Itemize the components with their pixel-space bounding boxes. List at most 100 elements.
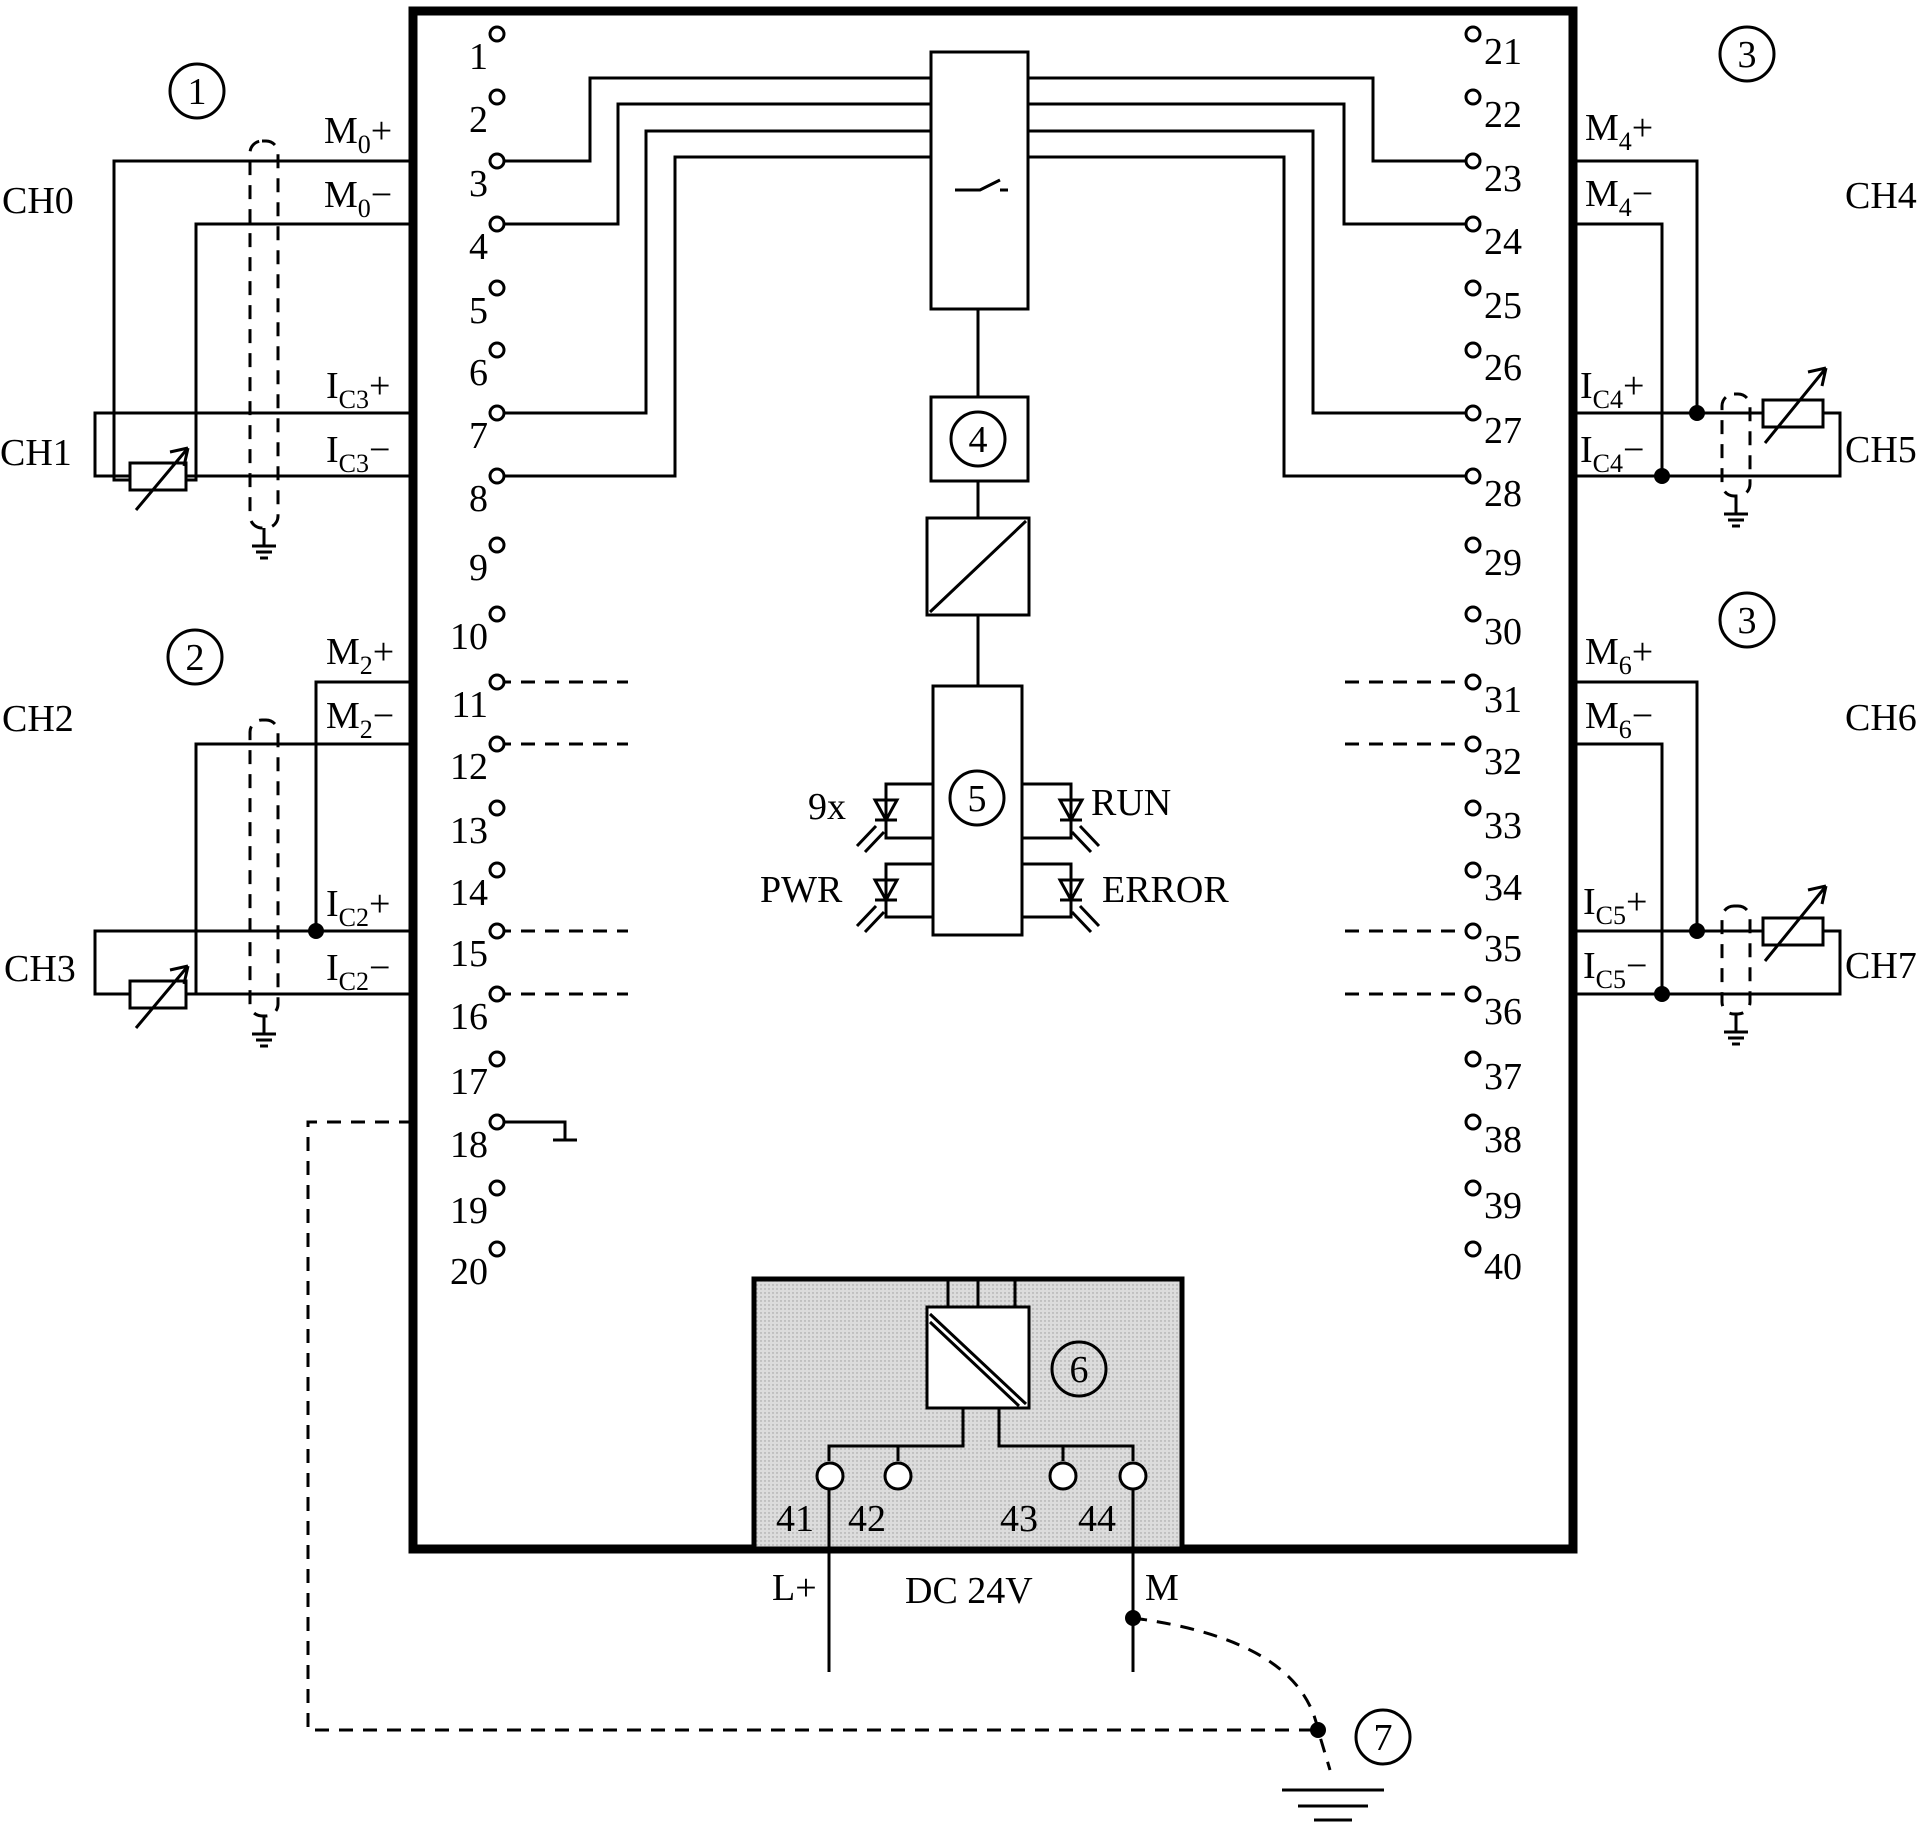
- terminal-number-17: 17: [450, 1061, 488, 1103]
- terminal-pin-11: [488, 673, 506, 691]
- terminal-number-28: 28: [1484, 473, 1522, 515]
- signal-ic4-minus: IC4−: [1580, 429, 1644, 478]
- ground-wiring: [306, 1120, 1384, 1822]
- terminal-number-10: 10: [450, 616, 488, 658]
- terminal-number-3: 3: [469, 163, 488, 205]
- terminal-number-35: 35: [1484, 928, 1522, 970]
- led-group: [855, 782, 1101, 934]
- terminal-number-24: 24: [1484, 221, 1522, 263]
- terminal-number-5: 5: [469, 290, 488, 332]
- terminal-pin-1: [488, 25, 506, 43]
- ch4-ch5-wiring: [1573, 159, 1842, 528]
- terminal-pin-26: [1464, 341, 1482, 359]
- terminal-number-13: 13: [450, 810, 488, 852]
- terminal-number-40: 40: [1484, 1246, 1522, 1288]
- signal-m6-minus: M6−: [1585, 695, 1653, 744]
- terminal-pin-32: [1464, 735, 1482, 753]
- terminal-pin-38: [1464, 1113, 1482, 1131]
- terminal-pin-5: [488, 279, 506, 297]
- svg-text:4: 4: [969, 419, 988, 461]
- terminal-pin-28: [1464, 467, 1482, 485]
- terminal-pin-15: [488, 922, 506, 940]
- signal-ic5-plus: IC5+: [1583, 881, 1647, 930]
- terminal-number-34: 34: [1484, 867, 1522, 909]
- terminal-pin-27: [1464, 404, 1482, 422]
- terminal-pin-6: [488, 341, 506, 359]
- marker-4: 4: [949, 410, 1007, 468]
- terminal-number-38: 38: [1484, 1119, 1522, 1161]
- adc-converter-block: [925, 516, 1031, 617]
- terminal-number-36: 36: [1484, 991, 1522, 1033]
- terminal-pin-31: [1464, 673, 1482, 691]
- svg-text:6: 6: [1070, 1349, 1089, 1391]
- svg-text:1: 1: [188, 71, 207, 113]
- terminal-number-14: 14: [450, 872, 488, 914]
- terminal-number-2: 2: [469, 99, 488, 141]
- svg-text:2: 2: [186, 637, 205, 679]
- terminal-number-29: 29: [1484, 542, 1522, 584]
- terminal-pin-33: [1464, 799, 1482, 817]
- terminal-number-1: 1: [469, 36, 488, 78]
- terminal-pin-3: [488, 152, 506, 170]
- terminal-41-label: 41: [776, 1498, 814, 1540]
- terminal-number-15: 15: [450, 933, 488, 975]
- terminal-number-16: 16: [450, 996, 488, 1038]
- signal-m6-plus: M6+: [1585, 631, 1653, 680]
- right-terminal-pins: [1464, 25, 1482, 1258]
- terminal-pin-4: [488, 215, 506, 233]
- terminal-pin-40: [1464, 1240, 1482, 1258]
- supply-lplus-label: L+: [772, 1567, 817, 1609]
- terminal-pin-39: [1464, 1179, 1482, 1197]
- marker-6: 6: [1050, 1340, 1108, 1398]
- terminal-pin-34: [1464, 861, 1482, 879]
- signal-ic5-minus: IC5−: [1583, 945, 1647, 994]
- channel-label-ch2: CH2: [2, 698, 74, 740]
- terminal-number-7: 7: [469, 415, 488, 457]
- terminal-pin-18: [488, 1113, 506, 1131]
- terminal-pin-29: [1464, 536, 1482, 554]
- terminal-pin-21: [1464, 25, 1482, 43]
- terminal-number-19: 19: [450, 1190, 488, 1232]
- terminal-number-11: 11: [451, 684, 488, 726]
- terminal-pin-24: [1464, 215, 1482, 233]
- terminal-pin-23: [1464, 152, 1482, 170]
- marker-3-bottom: 3: [1718, 591, 1776, 649]
- marker-2: 2: [166, 628, 224, 686]
- signal-m4-minus: M4−: [1585, 173, 1653, 222]
- svg-text:3: 3: [1738, 34, 1757, 76]
- terminal-number-20: 20: [450, 1251, 488, 1293]
- signal-m4-plus: M4+: [1585, 107, 1653, 156]
- svg-text:7: 7: [1374, 1717, 1393, 1759]
- supply-voltage-label: DC 24V: [905, 1570, 1033, 1612]
- terminal-number-33: 33: [1484, 805, 1522, 847]
- marker-3-top: 3: [1718, 25, 1776, 83]
- terminal-pin-7: [488, 404, 506, 422]
- terminal-pin-10: [488, 605, 506, 623]
- terminal-number-27: 27: [1484, 410, 1522, 452]
- terminal-number-30: 30: [1484, 611, 1522, 653]
- svg-text:5: 5: [968, 778, 987, 820]
- terminal-number-23: 23: [1484, 158, 1522, 200]
- terminal-pin-30: [1464, 605, 1482, 623]
- terminal-pin-14: [488, 861, 506, 879]
- signal-ic3-plus: IC3+: [326, 365, 390, 414]
- signal-ic2-minus: IC2−: [326, 947, 390, 996]
- block-4: [929, 395, 1030, 483]
- terminal-number-26: 26: [1484, 347, 1522, 389]
- led-label-9x: 9x: [808, 786, 846, 828]
- terminal-number-21: 21: [1484, 31, 1522, 73]
- terminal-pin-9: [488, 536, 506, 554]
- terminal-number-6: 6: [469, 352, 488, 394]
- led-label-pwr: PWR: [760, 869, 843, 911]
- signal-m2-minus: M2−: [326, 695, 394, 744]
- channel-label-ch0: CH0: [2, 180, 74, 222]
- terminal-pin-22: [1464, 88, 1482, 106]
- terminal-42-label: 42: [848, 1498, 886, 1540]
- channel-label-ch4: CH4: [1845, 175, 1917, 217]
- terminal-number-8: 8: [469, 478, 488, 520]
- signal-m0-plus: M0+: [324, 110, 392, 159]
- left-terminal-pins: [488, 25, 506, 1258]
